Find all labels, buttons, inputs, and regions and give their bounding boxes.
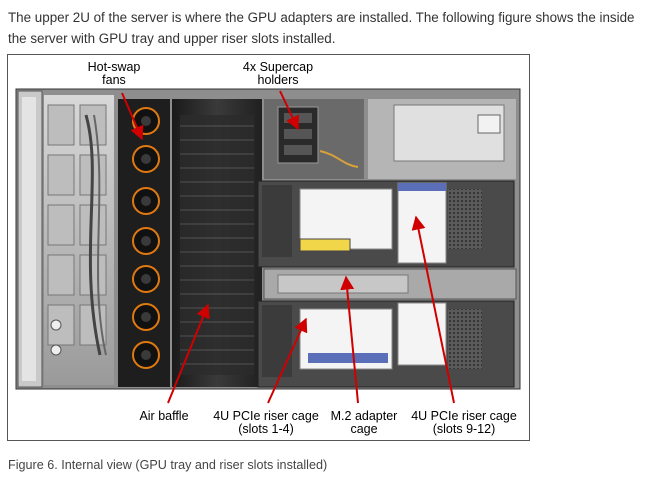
arrow-riser-1-4 — [267, 317, 308, 404]
callout-supercap-holders: 4x Supercap holders — [242, 60, 314, 87]
callout-air-baffle: Air baffle — [139, 409, 189, 423]
server-internal-photo — [15, 88, 521, 404]
callout-riser-cage-slots-9-12: 4U PCIe riser cage (slots 9-12) — [411, 409, 517, 436]
arrow-fans — [121, 92, 144, 141]
figure-internal-view: Hot-swap fans 4x Supercap holders Air ba… — [7, 54, 530, 441]
arrow-supercap — [279, 90, 299, 131]
intro-paragraph: The upper 2U of the server is where the … — [8, 10, 635, 46]
arrow-air-baffle — [167, 303, 210, 404]
callout-hot-swap-fans: Hot-swap fans — [87, 60, 141, 87]
arrow-riser-9-12 — [411, 215, 455, 404]
arrow-m2 — [340, 275, 359, 404]
callout-riser-cage-slots-1-4: 4U PCIe riser cage (slots 1-4) — [213, 409, 319, 436]
callout-m2-adapter-cage: M.2 adapter cage — [330, 409, 398, 436]
figure-caption: Figure 6. Internal view (GPU tray and ri… — [8, 458, 328, 472]
